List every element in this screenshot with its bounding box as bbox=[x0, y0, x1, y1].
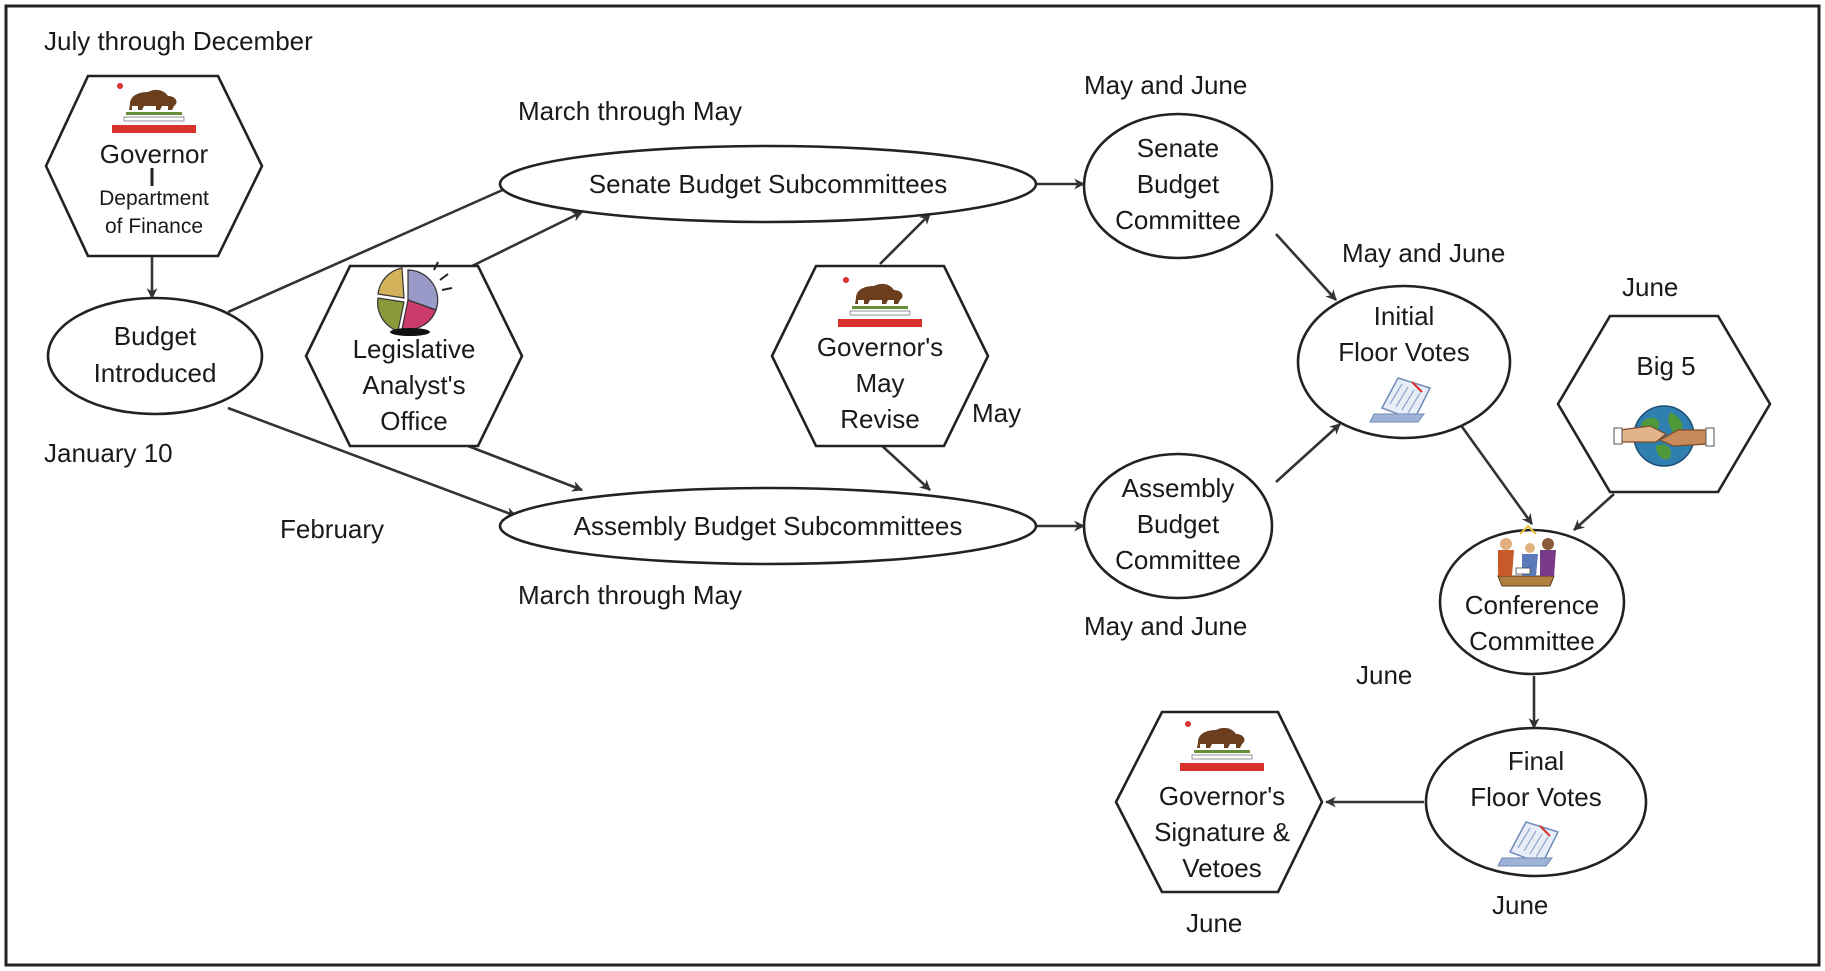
node-legislative-analyst: Legislative Analyst's Office bbox=[304, 261, 524, 448]
budget-introduced-line2: Introduced bbox=[94, 358, 217, 388]
time-label-march-may-assembly: March through May bbox=[518, 580, 742, 610]
edge-budget-to-senate-sub bbox=[227, 182, 518, 314]
governor-department-line2: of Finance bbox=[105, 215, 203, 238]
signature-line2: Signature & bbox=[1154, 817, 1290, 847]
edge-big5-to-conference bbox=[1573, 493, 1615, 531]
node-senate-subcommittees: Senate Budget Subcommittees bbox=[498, 144, 1038, 224]
edge-lao-to-senate-sub bbox=[467, 210, 583, 270]
meeting-people-icon bbox=[1497, 524, 1556, 587]
edge-budget-to-assembly-sub bbox=[227, 406, 518, 518]
final-votes-line2: Floor Votes bbox=[1470, 782, 1602, 812]
node-governor: Governor Department of Finance bbox=[44, 74, 264, 258]
time-labels: July through December January 10 Februar… bbox=[44, 26, 1678, 938]
may-revise-line2: May bbox=[855, 368, 904, 398]
time-label-june-conference: June bbox=[1356, 660, 1412, 690]
conference-line2: Committee bbox=[1469, 626, 1595, 656]
node-signature-vetoes: Governor's Signature & Vetoes bbox=[1114, 710, 1324, 894]
lao-line2: Analyst's bbox=[362, 370, 465, 400]
edge-assembly-committee-to-initial bbox=[1275, 423, 1341, 483]
diagram-border bbox=[4, 4, 1821, 967]
final-votes-line1: Final bbox=[1508, 746, 1564, 776]
node-may-revise: Governor's May Revise bbox=[770, 264, 990, 448]
budget-introduced-line1: Budget bbox=[114, 321, 197, 351]
edge-revise-to-senate-sub bbox=[879, 213, 931, 265]
senate-committee-line3: Committee bbox=[1115, 205, 1241, 235]
node-assembly-subcommittees: Assembly Budget Subcommittees bbox=[498, 486, 1038, 566]
node-senate-committee: Senate Budget Committee bbox=[1082, 112, 1274, 260]
time-label-may: May bbox=[972, 398, 1021, 428]
time-label-june-signature: June bbox=[1186, 908, 1242, 938]
edge-lao-to-assembly-sub bbox=[467, 444, 584, 492]
edge-revise-to-assembly-sub bbox=[879, 443, 931, 491]
edge-initial-to-conference bbox=[1458, 423, 1534, 525]
senate-committee-line1: Senate bbox=[1137, 133, 1219, 163]
lao-line3: Office bbox=[380, 406, 447, 436]
node-initial-floor-votes: Initial Floor Votes bbox=[1296, 284, 1512, 440]
california-flag-icon bbox=[837, 273, 923, 331]
signature-line1: Governor's bbox=[1159, 781, 1285, 811]
time-label-june-final: June bbox=[1492, 890, 1548, 920]
node-conference-committee: Conference Committee bbox=[1438, 524, 1626, 676]
time-label-march-may-senate: March through May bbox=[518, 96, 742, 126]
edges bbox=[146, 178, 1615, 808]
signature-line3: Vetoes bbox=[1182, 853, 1262, 883]
node-final-floor-votes: Final Floor Votes bbox=[1424, 726, 1648, 878]
initial-votes-line1: Initial bbox=[1374, 301, 1435, 331]
globe-handshake-icon bbox=[1613, 405, 1715, 467]
california-flag-icon bbox=[111, 79, 197, 137]
california-flag-icon bbox=[1179, 717, 1265, 775]
may-revise-line3: Revise bbox=[840, 404, 919, 434]
assembly-subcommittees-label: Assembly Budget Subcommittees bbox=[574, 511, 963, 541]
node-big5: Big 5 bbox=[1556, 314, 1772, 494]
assembly-committee-line2: Budget bbox=[1137, 509, 1220, 539]
may-revise-line1: Governor's bbox=[817, 332, 943, 362]
governor-department-line1: Department bbox=[99, 187, 209, 210]
time-label-may-june-senate: May and June bbox=[1084, 70, 1247, 100]
initial-votes-line2: Floor Votes bbox=[1338, 337, 1470, 367]
node-budget-introduced: Budget Introduced bbox=[46, 296, 264, 416]
time-label-january-10: January 10 bbox=[44, 438, 173, 468]
conference-line1: Conference bbox=[1465, 590, 1599, 620]
time-label-february: February bbox=[280, 514, 384, 544]
node-assembly-committee: Assembly Budget Committee bbox=[1082, 452, 1274, 600]
lao-line1: Legislative bbox=[353, 334, 476, 364]
senate-subcommittees-label: Senate Budget Subcommittees bbox=[589, 169, 947, 199]
assembly-committee-line3: Committee bbox=[1115, 545, 1241, 575]
time-label-july-december: July through December bbox=[44, 26, 313, 56]
edge-senate-committee-to-initial bbox=[1275, 233, 1337, 301]
time-label-may-june-assembly: May and June bbox=[1084, 611, 1247, 641]
time-label-june-big5: June bbox=[1622, 272, 1678, 302]
senate-committee-line2: Budget bbox=[1137, 169, 1220, 199]
big5-label: Big 5 bbox=[1636, 351, 1695, 381]
pie-chart-icon bbox=[377, 261, 453, 336]
assembly-committee-line1: Assembly bbox=[1122, 473, 1235, 503]
governor-title: Governor bbox=[100, 139, 209, 169]
time-label-may-june-floor: May and June bbox=[1342, 238, 1505, 268]
